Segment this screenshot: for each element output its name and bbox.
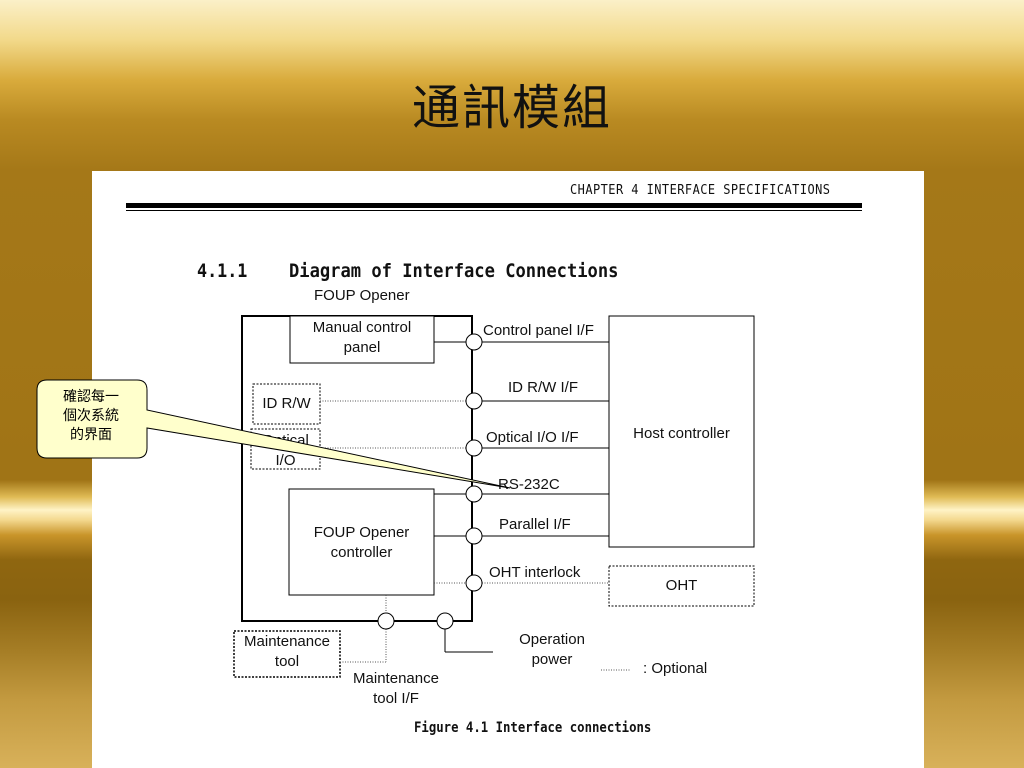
section-title: Diagram of Interface Connections bbox=[289, 260, 619, 282]
control-panel-if-label: Control panel I/F bbox=[483, 322, 594, 339]
connector-oht-interlock bbox=[465, 574, 483, 592]
oht-label: OHT bbox=[665, 577, 698, 594]
header-rule-thick bbox=[126, 203, 862, 208]
callout-text: 確認每一 個次系統 的界面 bbox=[63, 389, 119, 443]
connector-operation-power bbox=[436, 612, 454, 630]
document-page bbox=[92, 171, 924, 768]
chapter-header: CHAPTER 4 INTERFACE SPECIFICATIONS bbox=[570, 183, 831, 198]
optional-legend-label: : Optional bbox=[643, 660, 708, 677]
connector-rs232c bbox=[465, 485, 483, 503]
maintenance-tool-box bbox=[233, 630, 341, 678]
rs232c-label: RS-232C bbox=[498, 476, 560, 493]
foup-opener-controller-label: FOUP Opener controller bbox=[313, 524, 410, 561]
section-number: 4.1.1 bbox=[197, 260, 248, 282]
figure-caption: Figure 4.1 Interface connections bbox=[414, 720, 652, 736]
id-rw-if-label: ID R/W I/F bbox=[508, 379, 578, 396]
connector-maintenance-tool bbox=[377, 612, 395, 630]
connector-parallel bbox=[465, 527, 483, 545]
id-rw-label: ID R/W bbox=[262, 395, 311, 412]
host-controller-box bbox=[608, 315, 755, 548]
optical-io-if-label: Optical I/O I/F bbox=[486, 429, 579, 446]
slide-title: 通訊模組 bbox=[411, 80, 612, 136]
connector-id-rw bbox=[465, 392, 483, 410]
foup-opener-controller-box bbox=[288, 488, 435, 596]
manual-control-panel-label: Manual control panel bbox=[312, 319, 412, 356]
header-rule-thin bbox=[126, 210, 862, 211]
connector-control-panel bbox=[465, 333, 483, 351]
maintenance-tool-label: Maintenance tool bbox=[244, 633, 330, 670]
oht-interlock-label: OHT interlock bbox=[489, 564, 581, 581]
connector-optical-io bbox=[465, 439, 483, 457]
id-rw-box bbox=[252, 383, 321, 425]
manual-control-panel-box bbox=[289, 315, 435, 364]
oht-box bbox=[608, 565, 755, 607]
operation-power-label: Operation power bbox=[519, 631, 585, 668]
parallel-if-label: Parallel I/F bbox=[499, 516, 571, 533]
host-controller-label: Host controller bbox=[633, 425, 730, 442]
maintenance-tool-if-label: Maintenance tool I/F bbox=[353, 670, 439, 707]
foup-opener-label: FOUP Opener bbox=[314, 287, 410, 304]
